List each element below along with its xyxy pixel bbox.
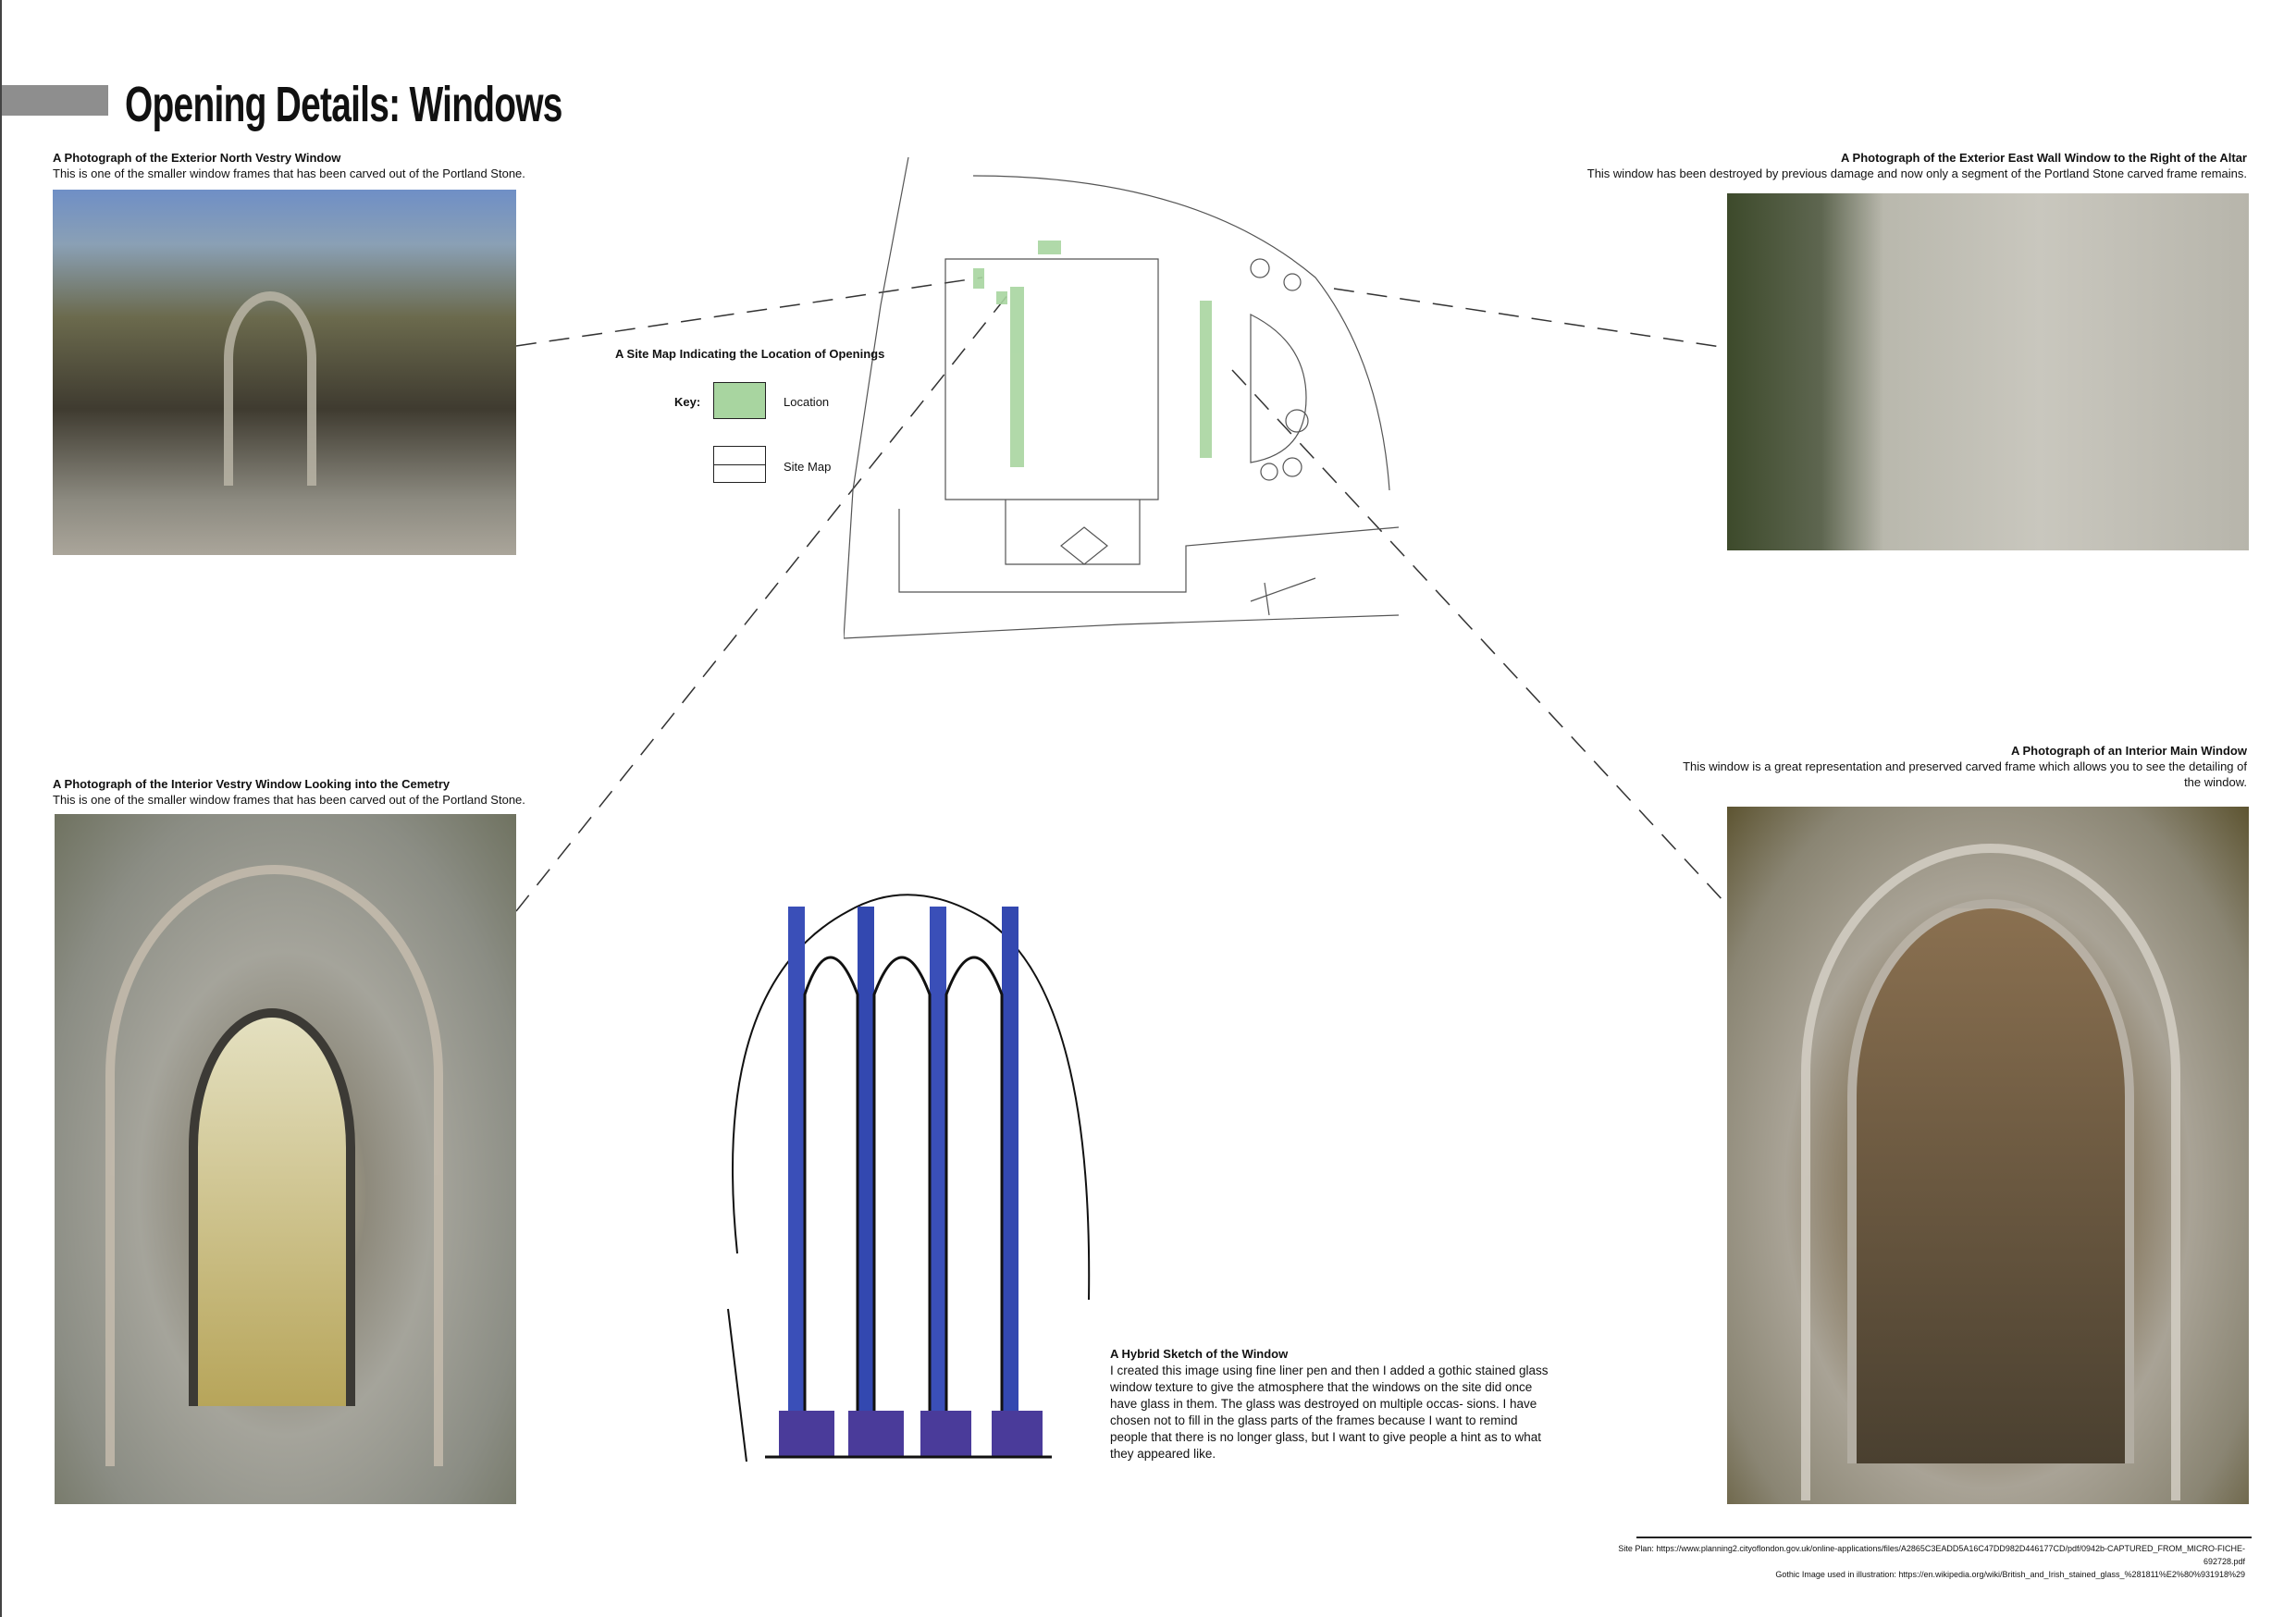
site-map [844, 157, 1399, 639]
key-location-swatch [713, 382, 766, 419]
reference-gothic-image: Gothic Image used in illustration: https… [1775, 1570, 2245, 1579]
reference-site-plan: Site Plan: https://www.planning2.cityofl… [1618, 1544, 2245, 1566]
footer-divider [1636, 1537, 2252, 1538]
caption-title: A Photograph of the Interior Vestry Wind… [53, 777, 451, 791]
page-title: Opening Details: Windows [125, 77, 562, 132]
caption-text: This is one of the smaller window frames… [53, 167, 525, 180]
caption-sw: A Photograph of the Interior Vestry Wind… [53, 776, 525, 808]
caption-text: I created this image using fine liner pe… [1110, 1364, 1549, 1461]
photo-north-vestry-window [53, 190, 516, 555]
caption-text: This window is a great representation an… [1683, 759, 2247, 789]
references: Site Plan: https://www.planning2.cityofl… [1598, 1542, 2245, 1581]
title-accent-bar [2, 85, 108, 116]
key-site-map-swatch [713, 446, 766, 483]
caption-title: A Photograph of the Exterior North Vestr… [53, 151, 341, 165]
connector-nw [515, 277, 983, 347]
key-label: Key: [674, 395, 701, 409]
hybrid-window-sketch [727, 894, 1091, 1462]
caption-title: A Photograph of an Interior Main Window [2010, 744, 2247, 758]
stained-glass-lancets [779, 907, 1043, 1457]
photo-east-wall-window [1727, 193, 2249, 550]
caption-title: A Hybrid Sketch of the Window [1110, 1347, 1289, 1361]
caption-title: A Photograph of the Exterior East Wall W… [1841, 151, 2247, 165]
connector-se [1231, 369, 1725, 903]
caption-ne: A Photograph of the Exterior East Wall W… [1414, 150, 2247, 181]
caption-nw: A Photograph of the Exterior North Vestr… [53, 150, 525, 181]
map-key-title: A Site Map Indicating the Location of Op… [615, 347, 885, 361]
caption-text: This is one of the smaller window frames… [53, 793, 525, 807]
photo-interior-vestry-window [55, 814, 516, 1504]
location-markers [973, 241, 1212, 467]
caption-se: A Photograph of an Interior Main Window … [1673, 743, 2247, 790]
caption-text: This window has been destroyed by previo… [1586, 167, 2247, 180]
key-site-map-label: Site Map [784, 460, 832, 474]
photo-interior-main-window [1727, 807, 2249, 1504]
caption-sketch: A Hybrid Sketch of the Window I created … [1110, 1346, 1554, 1463]
key-location-label: Location [784, 395, 830, 409]
